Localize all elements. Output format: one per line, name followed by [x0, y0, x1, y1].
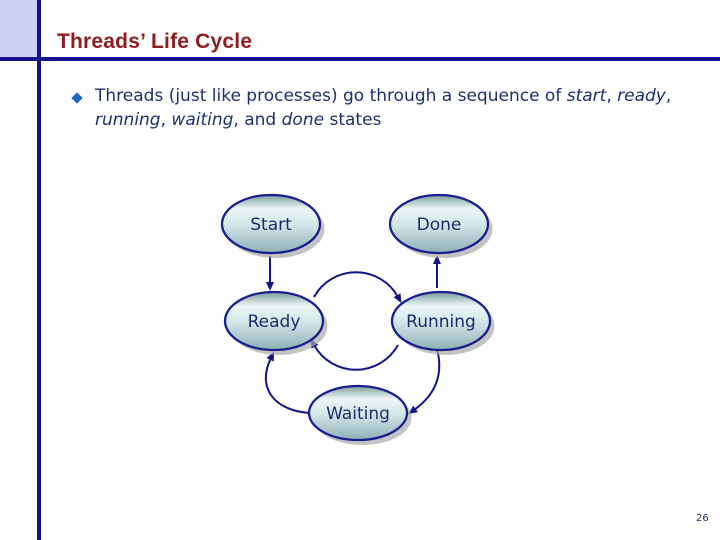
node-ellipse — [307, 384, 409, 442]
state-node-done: Done — [388, 193, 493, 258]
state-node-ready: Ready — [223, 290, 328, 355]
state-node-waiting: Waiting — [307, 384, 412, 445]
edge-running-to-ready — [310, 338, 399, 371]
diagram-edges — [265, 255, 441, 415]
node-label-done: Done — [417, 215, 462, 235]
node-ellipse — [220, 193, 322, 255]
node-label-running: Running — [406, 312, 476, 332]
state-node-running: Running — [390, 290, 495, 355]
corner-accent-square — [0, 0, 37, 57]
node-ellipse — [223, 290, 325, 352]
edge-ready-to-running — [313, 271, 402, 304]
edge-waiting-to-ready — [265, 351, 310, 414]
node-label-waiting: Waiting — [326, 404, 390, 424]
node-ellipse — [388, 193, 490, 255]
node-ellipse — [390, 290, 492, 352]
edge-running-to-waiting — [408, 348, 441, 415]
node-label-start: Start — [250, 215, 292, 235]
page-number: 26 — [696, 513, 709, 524]
node-label-ready: Ready — [248, 312, 301, 332]
bullet-text: Threads (just like processes) go through… — [95, 86, 672, 130]
slide-title: Threads’ Life Cycle — [57, 30, 253, 53]
left-vertical-rule — [37, 0, 41, 540]
title-horizontal-rule — [0, 57, 720, 61]
state-node-start: Start — [220, 193, 325, 258]
